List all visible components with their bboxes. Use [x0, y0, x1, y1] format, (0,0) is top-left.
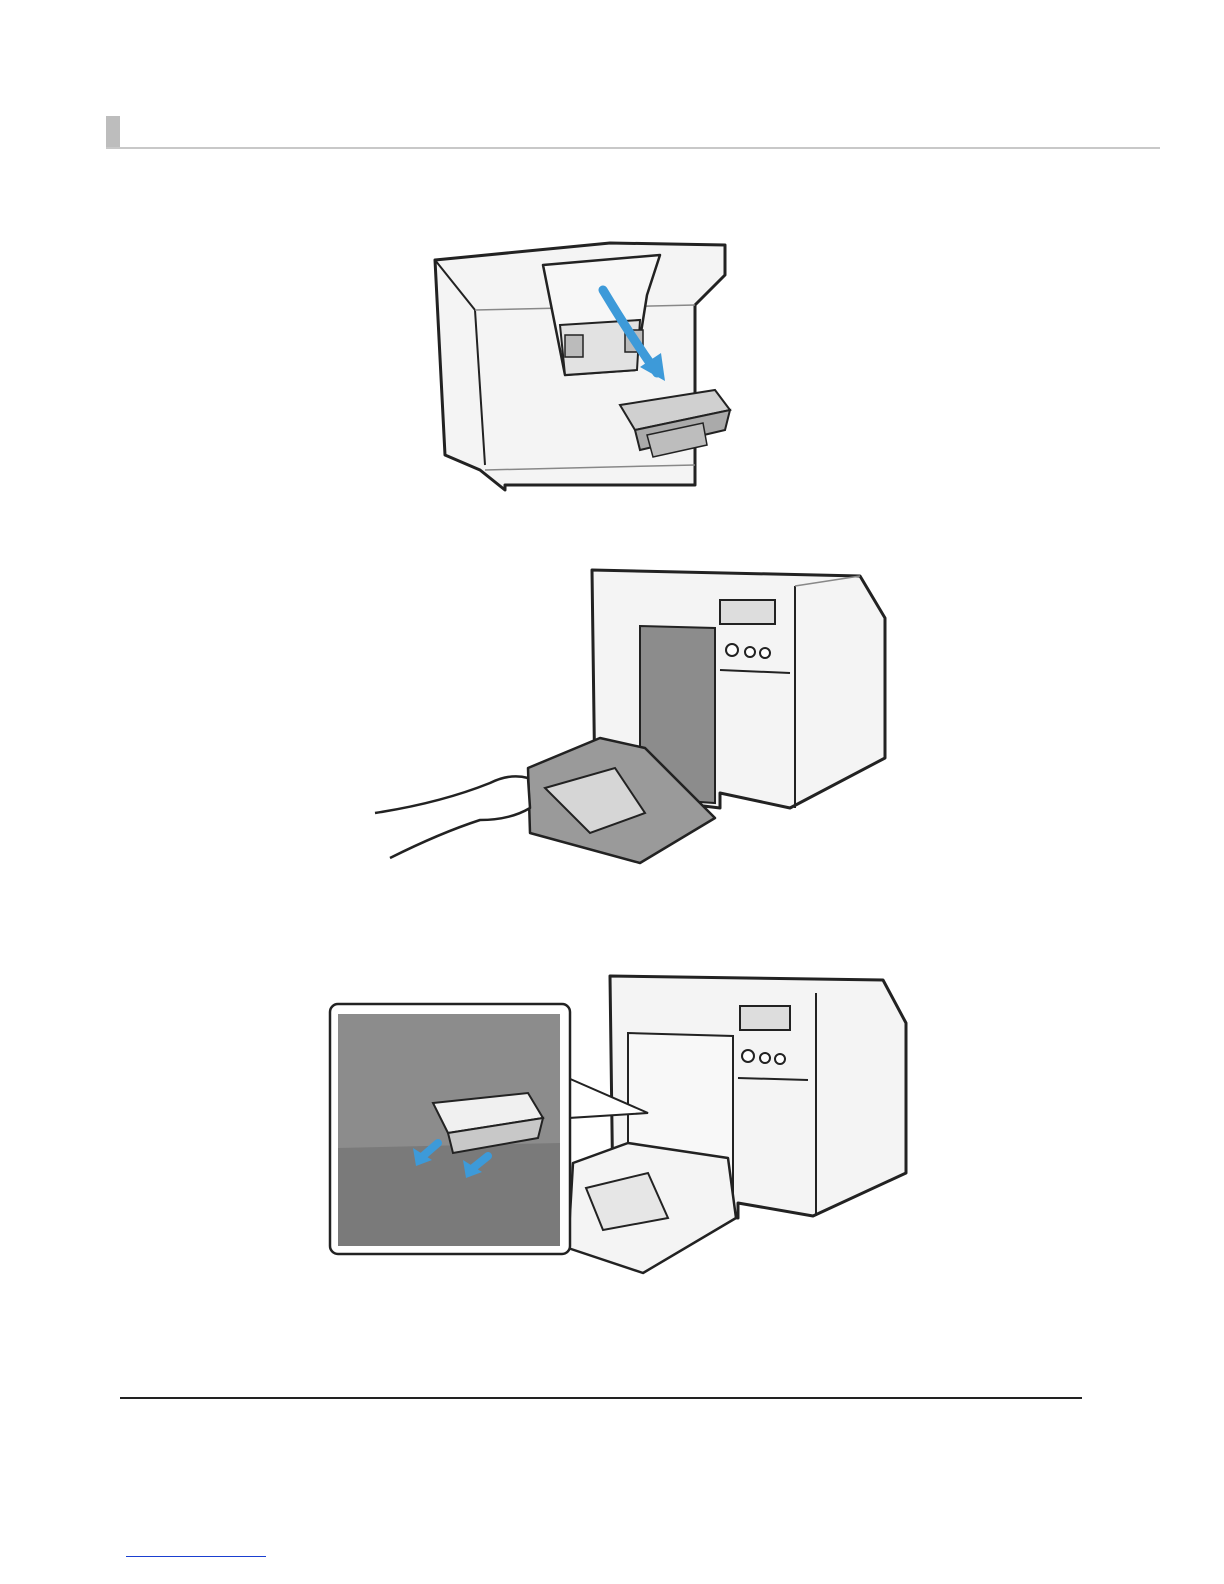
- printer-icon: [370, 558, 890, 873]
- figure-open-cover-remove-guide: [425, 235, 745, 495]
- printer-icon: [328, 968, 908, 1278]
- section-marker: [106, 116, 120, 148]
- printer-icon: [425, 235, 745, 495]
- footer-link-underline[interactable]: [126, 1556, 266, 1557]
- hand-icon: [375, 776, 530, 858]
- footer-divider: [120, 1397, 1082, 1399]
- figure-pull-out-tray: [370, 558, 890, 873]
- figure-attach-guide-detail: [328, 968, 908, 1278]
- section-divider: [106, 147, 1160, 149]
- detail-callout: [330, 1004, 570, 1254]
